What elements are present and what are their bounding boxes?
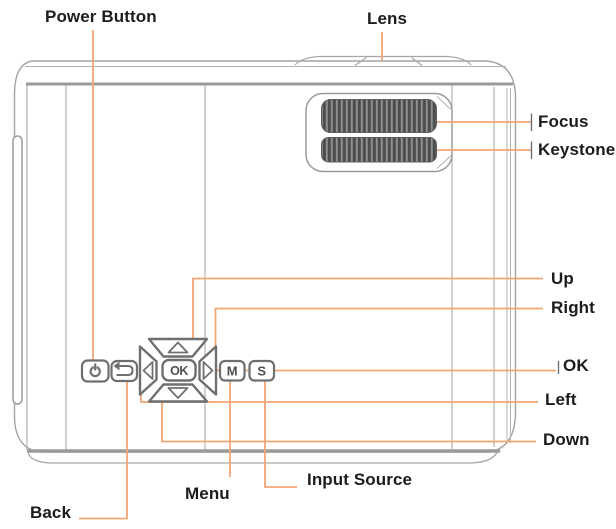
focus-label: Focus [538, 112, 589, 131]
right-label: Right [551, 298, 595, 317]
down-arrow-button [147, 383, 209, 403]
dpad: OK [138, 337, 218, 403]
dpad-arrow-icons [142, 341, 214, 399]
ok-button [161, 358, 197, 382]
right-arrow-button [198, 345, 218, 396]
back-arrow-icon [113, 361, 134, 376]
up-label: Up [551, 269, 574, 288]
menu-button: M [218, 359, 246, 382]
keystone-label: Keystone [538, 140, 616, 159]
side-vent-slot [12, 135, 23, 405]
control-panel: OK M S [80, 337, 276, 403]
input-source-button-text: S [257, 364, 266, 379]
power-button-label: Power Button [45, 7, 157, 26]
down-label: Down [543, 430, 590, 449]
input-source-callout-line [264, 376, 297, 488]
right-arrow-icon [202, 361, 214, 380]
up-arrow-icon [167, 341, 189, 354]
left-label: Left [545, 390, 577, 409]
lens-label: Lens [367, 9, 408, 28]
left-arrow-icon [142, 361, 154, 380]
right-callout-line [214, 307, 543, 352]
menu-button-text: M [227, 364, 238, 379]
down-arrow-icon [167, 387, 189, 399]
ok-button-text: OK [170, 364, 188, 378]
left-arrow-button [138, 345, 158, 396]
ok-label: OK [563, 356, 589, 375]
lens-bump [294, 55, 472, 66]
input-source-button: S [248, 359, 276, 382]
up-arrow-button [147, 337, 209, 358]
focus-dial [321, 99, 437, 133]
back-button [110, 359, 139, 383]
down-callout-line [161, 392, 536, 443]
back-label: Back [30, 503, 72, 522]
menu-label: Menu [185, 484, 230, 503]
callout-ticks [530, 113, 560, 374]
back-callout-line [79, 380, 128, 520]
power-icon [89, 363, 101, 378]
power-button [80, 359, 110, 383]
keystone-dial [321, 137, 437, 163]
up-callout-line [192, 277, 543, 340]
input-source-label: Input Source [307, 470, 413, 489]
